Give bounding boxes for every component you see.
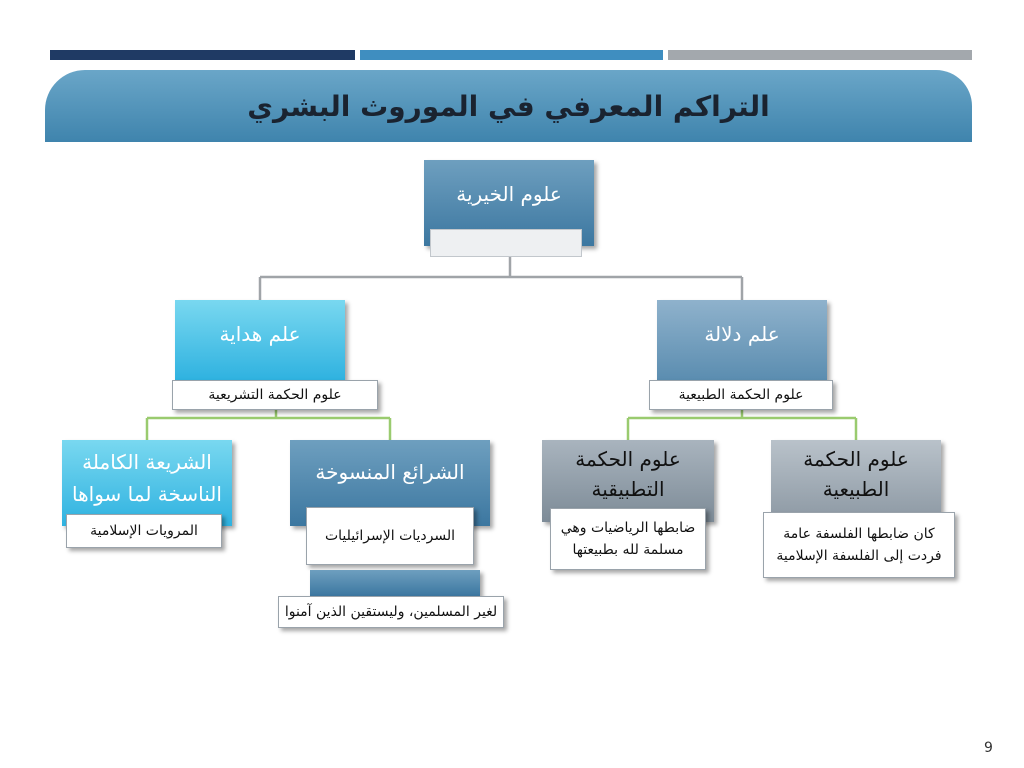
abrogated-laws-extra: لغير المسلمين، وليستقين الذين آمنوا bbox=[278, 596, 504, 628]
left-branch-sublabel: علوم الحكمة التشريعية bbox=[172, 380, 378, 410]
right-branch-sublabel: علوم الحكمة الطبيعية bbox=[649, 380, 833, 410]
decor-bar-gray bbox=[668, 50, 972, 60]
abrogated-laws-extra-text: لغير المسلمين، وليستقين الذين آمنوا bbox=[284, 603, 498, 620]
right-branch-label: علم دلالة bbox=[704, 322, 780, 346]
title-band: التراكم المعرفي في الموروث البشري bbox=[45, 70, 972, 142]
natural-wisdom-note: كان ضابطها الفلسفة عامة فردت إلى الفلسفة… bbox=[763, 512, 955, 578]
abrogated-laws-note-text: السرديات الإسرائيليات bbox=[324, 527, 456, 544]
applied-wisdom-label: علوم الحكمة التطبيقية bbox=[575, 447, 681, 501]
applied-wisdom-note: ضابطها الرياضيات وهي مسلمة لله بطبيعتها bbox=[550, 508, 706, 570]
abrogated-laws-label: الشرائع المنسوخة bbox=[315, 460, 465, 484]
natural-wisdom-note-text: كان ضابطها الفلسفة عامة فردت إلى الفلسفة… bbox=[776, 525, 942, 564]
complete-law-label: الشريعة الكاملة الناسخة لما سواها bbox=[72, 450, 222, 506]
decor-bar-dark bbox=[50, 50, 355, 60]
decor-bar-blue bbox=[360, 50, 663, 60]
left-branch-label: علم هداية bbox=[219, 322, 301, 346]
left-branch-sublabel-text: علوم الحكمة التشريعية bbox=[208, 386, 342, 403]
natural-wisdom-node: علوم الحكمة الطبيعية bbox=[771, 440, 941, 522]
natural-wisdom-label: علوم الحكمة الطبيعية bbox=[803, 447, 909, 501]
page-title: التراكم المعرفي في الموروث البشري bbox=[247, 89, 770, 123]
complete-law-note-text: المرويات الإسلامية bbox=[90, 522, 198, 539]
complete-law-note: المرويات الإسلامية bbox=[66, 514, 222, 548]
right-branch-node: علم دلالة bbox=[657, 300, 827, 380]
abrogated-laws-extra-bar bbox=[310, 570, 480, 596]
left-branch-node: علم هداية bbox=[175, 300, 345, 380]
root-label: علوم الخيرية bbox=[456, 182, 562, 206]
root-sublabel bbox=[430, 229, 582, 257]
applied-wisdom-note-text: ضابطها الرياضيات وهي مسلمة لله بطبيعتها bbox=[560, 519, 696, 558]
right-branch-sublabel-text: علوم الحكمة الطبيعية bbox=[678, 386, 804, 403]
page-number: 9 bbox=[984, 740, 993, 756]
complete-law-node: الشريعة الكاملة الناسخة لما سواها bbox=[62, 440, 232, 526]
abrogated-laws-note: السرديات الإسرائيليات bbox=[306, 507, 474, 565]
